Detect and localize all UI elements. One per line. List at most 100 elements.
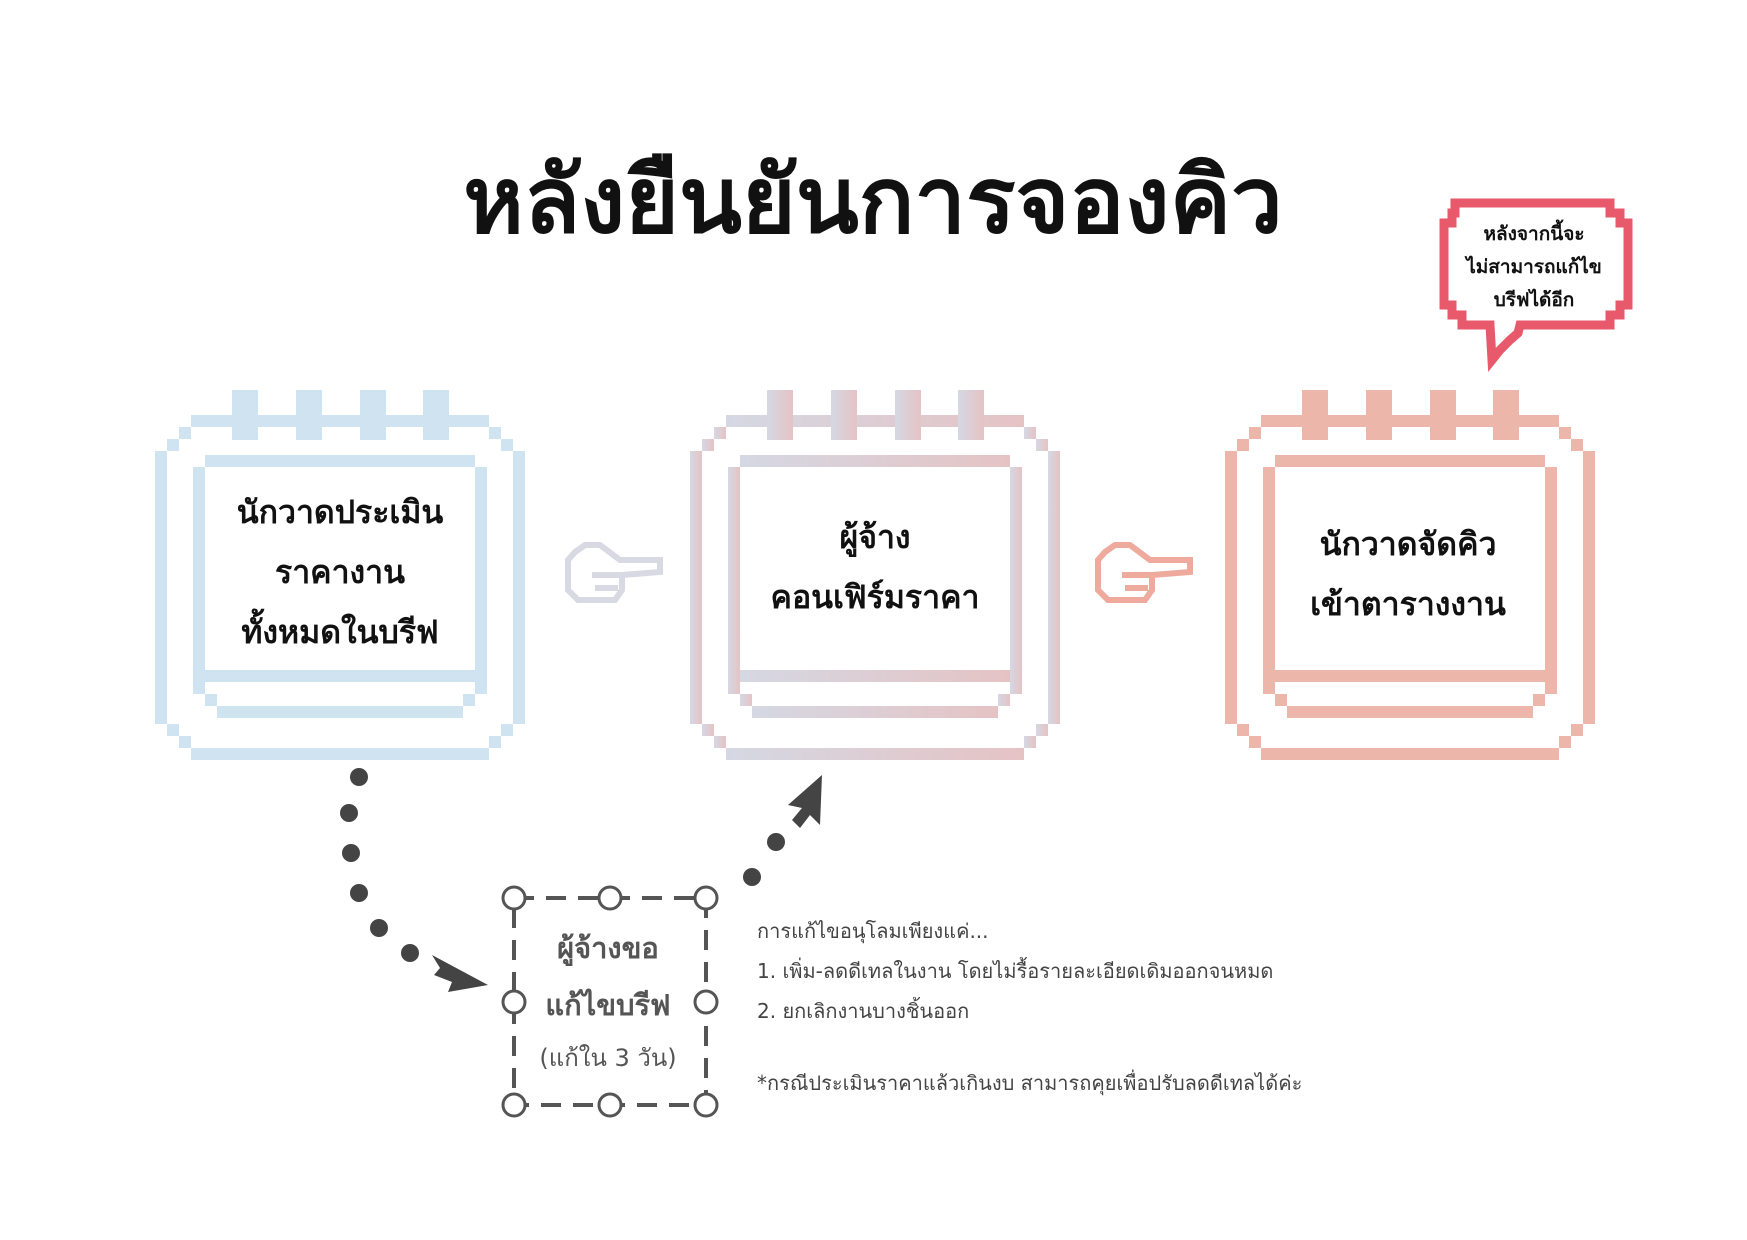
arrow-head-icon xyxy=(432,955,488,992)
notes-item: 2. ยกเลิกงานบางชิ้นออก xyxy=(757,997,969,1023)
calendar-frame-pixel xyxy=(1571,439,1583,451)
calendar-frame-pixel xyxy=(1263,479,1275,694)
calendar-frame-pixel xyxy=(1263,467,1275,479)
calendar-frame-pixel xyxy=(191,748,489,760)
selection-handle xyxy=(693,1092,719,1118)
step-1-line: ทั้งหมดในบรีฟ xyxy=(241,608,438,651)
calendar-frame-pixel xyxy=(702,724,714,736)
selection-handle xyxy=(597,885,623,911)
revision-line: ผู้จ้างขอ xyxy=(557,931,659,966)
calendar-frame-pixel xyxy=(740,670,1010,682)
step-2-line: คอนเฟิร์มราคา xyxy=(771,578,980,616)
bubble-line: ไม่สามารถแก้ไข xyxy=(1464,255,1602,278)
dot xyxy=(401,944,419,962)
calendar-frame-pixel xyxy=(179,427,191,439)
dot xyxy=(350,768,368,786)
calendar-frame-pixel xyxy=(1275,670,1545,682)
calendar-frame-pixel xyxy=(1225,451,1237,724)
calendar-frame-pixel xyxy=(702,439,714,451)
calendar-frame-pixel xyxy=(179,736,191,748)
cursor-arrow-icon xyxy=(788,775,822,828)
selection-handle xyxy=(501,1092,527,1118)
page-title: หลังยืนยันการจองคิว xyxy=(463,147,1283,254)
dotted-arrow-up xyxy=(743,775,822,886)
calendar-frame-pixel xyxy=(728,479,740,694)
dot xyxy=(767,833,785,851)
calendar-frame-pixel xyxy=(1275,455,1545,467)
calendar-frame-pixel xyxy=(1036,724,1048,736)
calendar-frame-pixel xyxy=(167,724,179,736)
calendar-frame-pixel xyxy=(489,427,501,439)
calendar-ring xyxy=(1430,390,1456,440)
calendar-ring xyxy=(958,390,984,440)
calendar-card-2 xyxy=(690,390,1060,760)
calendar-frame-pixel xyxy=(740,694,752,706)
step-3-line: นักวาดจัดคิว xyxy=(1320,525,1497,563)
calendar-card-1 xyxy=(155,390,525,760)
notes-heading: การแก้ไขอนุโลมเพียงแค่... xyxy=(757,919,989,944)
calendar-frame-pixel xyxy=(1559,427,1571,439)
step-1-line: ราคางาน xyxy=(275,553,405,591)
calendar-card-3 xyxy=(1225,390,1595,760)
calendar-frame-pixel xyxy=(501,439,513,451)
calendar-ring xyxy=(1302,390,1328,440)
calendar-frame-pixel xyxy=(1545,467,1557,479)
calendar-frame-pixel xyxy=(1048,451,1060,724)
calendar-frame-pixel xyxy=(193,479,205,694)
dot xyxy=(370,919,388,937)
selection-handle xyxy=(693,989,719,1015)
calendar-frame-pixel xyxy=(1583,451,1595,724)
calendar-frame-pixel xyxy=(489,736,501,748)
calendar-frame-pixel xyxy=(205,670,475,682)
step-3-text: นักวาดจัดคิว เข้าตารางงาน xyxy=(1310,525,1506,623)
calendar-frame-pixel xyxy=(1249,427,1261,439)
calendar-frame-pixel xyxy=(1036,439,1048,451)
selection-handle xyxy=(501,885,527,911)
calendar-frame-pixel xyxy=(728,467,740,479)
calendar-frame-pixel xyxy=(690,451,702,724)
calendar-frame-pixel xyxy=(475,479,487,694)
revision-line: แก้ไขบรีฟ xyxy=(545,988,670,1022)
calendar-ring xyxy=(895,390,921,440)
dot xyxy=(350,884,368,902)
calendar-frame-pixel xyxy=(1024,736,1036,748)
calendar-frame-pixel xyxy=(501,724,513,736)
step-2-line: ผู้จ้าง xyxy=(839,518,910,558)
step-2-text: ผู้จ้าง คอนเฟิร์มราคา xyxy=(771,518,980,616)
calendar-ring xyxy=(232,390,258,440)
calendar-frame-pixel xyxy=(1010,467,1022,479)
dotted-arrow-down xyxy=(340,768,488,992)
calendar-frame-pixel xyxy=(1571,724,1583,736)
calendar-frame-pixel xyxy=(193,467,205,479)
selection-handle xyxy=(693,885,719,911)
calendar-frame-pixel xyxy=(1545,479,1557,694)
calendar-frame-pixel xyxy=(1261,748,1559,760)
step-1-text: นักวาดประเมิน ราคางาน ทั้งหมดในบรีฟ xyxy=(237,493,444,651)
calendar-ring xyxy=(767,390,793,440)
selection-handle xyxy=(501,989,527,1015)
calendar-frame-pixel xyxy=(475,467,487,479)
dot xyxy=(342,844,360,862)
calendar-frame-pixel xyxy=(1024,427,1036,439)
calendar-frame-pixel xyxy=(1533,694,1545,706)
pointing-hand-icon xyxy=(565,542,663,603)
calendar-frame-pixel xyxy=(714,736,726,748)
calendar-frame-pixel xyxy=(205,455,475,467)
calendar-frame-pixel xyxy=(167,439,179,451)
calendar-frame-pixel xyxy=(714,427,726,439)
step-3-line: เข้าตารางงาน xyxy=(1310,585,1506,623)
calendar-frame-pixel xyxy=(1287,706,1533,718)
bubble-line: บรีฟได้อีก xyxy=(1494,288,1575,311)
calendar-frame-pixel xyxy=(155,451,167,724)
calendar-frame-pixel xyxy=(513,451,525,724)
calendar-frame-pixel xyxy=(463,694,475,706)
calendar-frame-pixel xyxy=(1249,736,1261,748)
revision-request-box: ผู้จ้างขอ แก้ไขบรีฟ (แก้ใน 3 วัน) xyxy=(501,885,719,1118)
calendar-frame-pixel xyxy=(740,455,1010,467)
dot xyxy=(340,804,358,822)
revision-deadline: (แก้ใน 3 วัน) xyxy=(539,1044,676,1072)
calendar-frame-pixel xyxy=(205,694,217,706)
calendar-ring xyxy=(1366,390,1392,440)
calendar-ring xyxy=(423,390,449,440)
